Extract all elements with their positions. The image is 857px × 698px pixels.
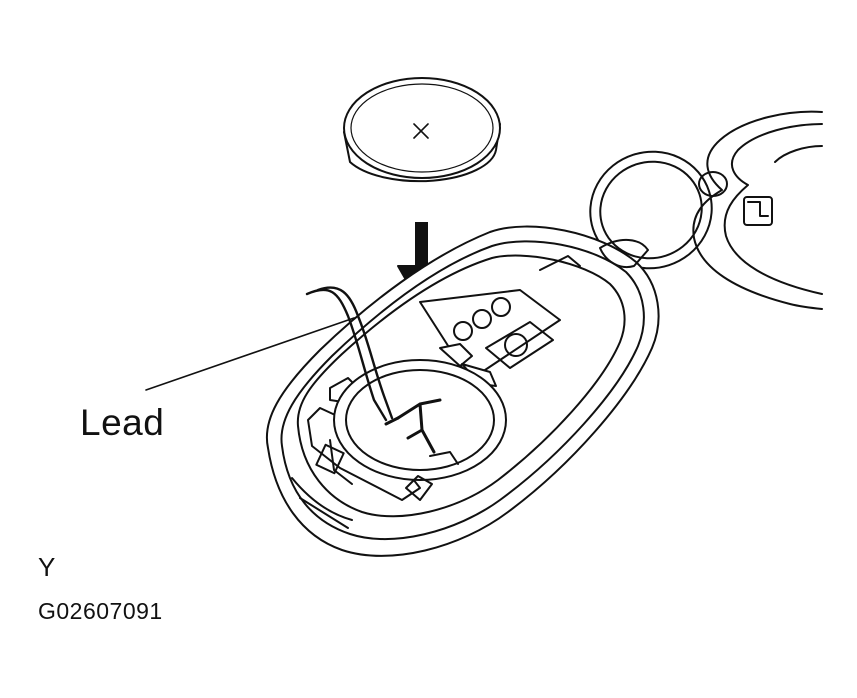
ring-slot (599, 239, 649, 268)
lead-leader-line (145, 317, 355, 391)
coin-battery (343, 77, 501, 183)
battery-holder (307, 343, 507, 501)
figure-code-label: G02607091 (38, 598, 163, 624)
view-marker-label: Y (38, 552, 56, 582)
fob-back-cover (692, 110, 823, 310)
lead-label: Lead (80, 402, 165, 443)
circuit-board (419, 255, 581, 381)
key-ring (589, 150, 713, 270)
